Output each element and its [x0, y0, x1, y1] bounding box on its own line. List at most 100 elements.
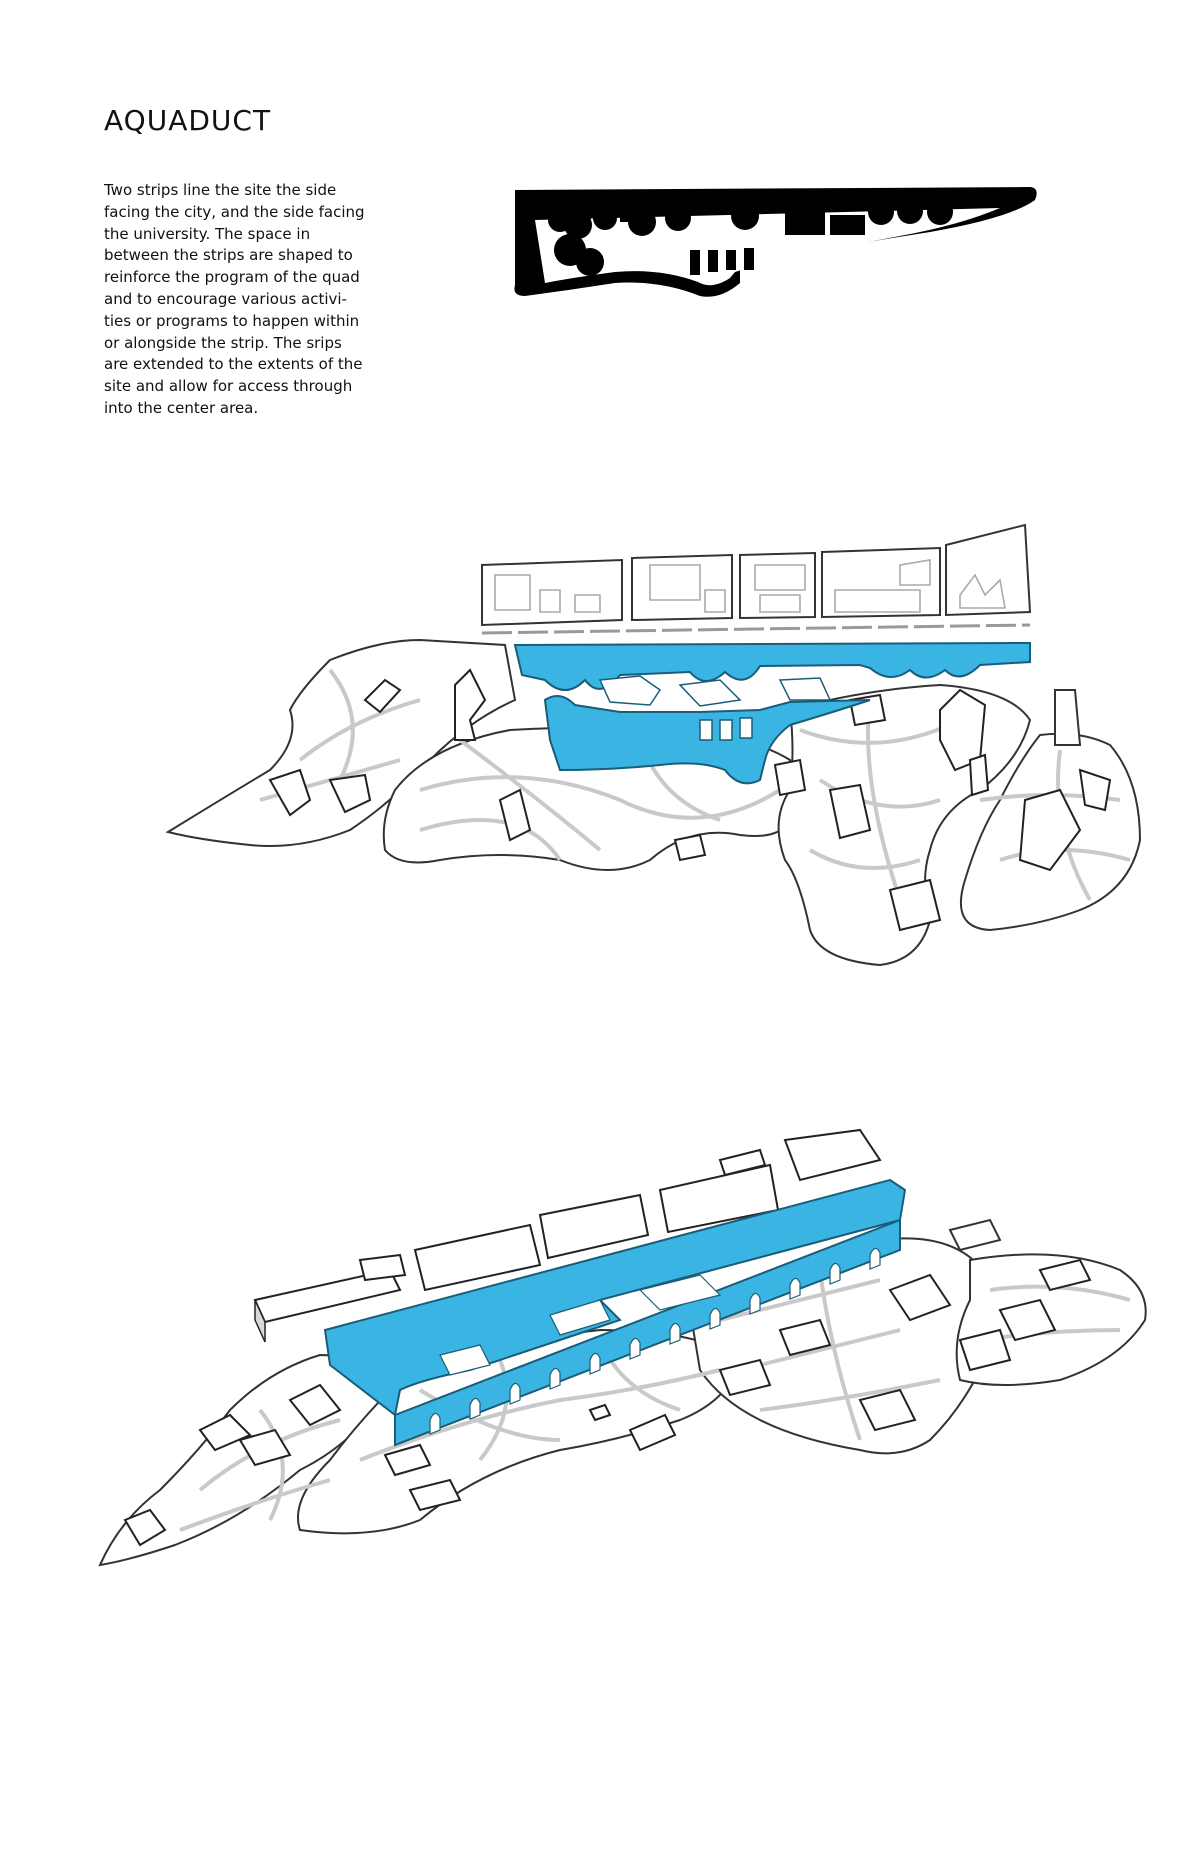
building-footprint — [834, 559, 931, 613]
aquaduct-void — [439, 1344, 491, 1376]
aquaduct-arch — [589, 1352, 601, 1375]
street-line — [481, 623, 1031, 635]
figure-ground-mass — [620, 210, 650, 222]
campus-building — [628, 1413, 677, 1452]
figure-ground-mass — [868, 199, 894, 225]
figure-ground-mass — [726, 250, 736, 270]
building-footprint — [649, 564, 726, 613]
campus-path — [799, 699, 961, 901]
aquaduct-arch — [469, 1397, 481, 1420]
campus-building — [328, 773, 372, 814]
city-volume — [358, 1253, 407, 1282]
campus-building — [288, 1383, 342, 1427]
aquaduct-volume — [323, 1178, 907, 1447]
aquaduct-void — [549, 1299, 611, 1336]
aquaduct-void — [638, 1274, 722, 1311]
city-block — [739, 551, 816, 620]
campus-building — [454, 668, 487, 741]
campus-building — [1078, 768, 1112, 812]
aquaduct-arch — [829, 1262, 841, 1285]
description-line: site and allow for access through — [104, 377, 353, 396]
aquaduct-arch — [709, 1307, 721, 1330]
figure-ground-mass — [564, 211, 592, 239]
campus-building — [718, 1358, 772, 1397]
figure-ground-diagram — [514, 187, 1037, 297]
site-plan — [165, 523, 1142, 967]
campus-building — [238, 1428, 292, 1467]
aquaduct-arch — [749, 1292, 761, 1315]
parcel-north-east — [948, 1218, 1002, 1252]
campus-building — [1018, 788, 1082, 872]
city-volumes — [253, 1128, 882, 1343]
description-text: Two strips line the site the side facing… — [104, 180, 394, 420]
aquaduct-arch — [669, 1322, 681, 1345]
figure-ground-mass — [897, 198, 923, 224]
description-line: into the center area. — [104, 398, 259, 417]
campus-building — [673, 833, 707, 862]
campus-building — [268, 768, 312, 817]
aquaduct-void — [719, 719, 733, 741]
aquaduct-void — [678, 679, 742, 707]
aquaduct-void — [699, 719, 713, 741]
aquaduct-arch — [789, 1277, 801, 1300]
city-volume — [718, 1148, 767, 1177]
city-volume — [538, 1193, 650, 1260]
campus-building — [858, 1388, 917, 1432]
campus-building — [408, 1478, 462, 1512]
campus-building — [383, 1443, 432, 1477]
description-line: or alongside the strip. The srips — [104, 333, 342, 352]
aquaduct-void — [598, 675, 662, 706]
campus-building — [998, 1298, 1057, 1342]
figure-ground-mass — [593, 206, 617, 230]
description-line: facing the city, and the side facing — [104, 202, 365, 221]
figure-ground-mass — [744, 248, 754, 270]
campus-building — [778, 1318, 832, 1357]
building-footprint — [494, 574, 601, 613]
city-volume — [254, 1299, 266, 1343]
campus-building — [498, 788, 532, 842]
axonometric-view — [98, 1128, 1147, 1567]
figure-ground-mass — [927, 199, 953, 225]
campus-building — [888, 878, 942, 932]
campus-building — [363, 678, 402, 714]
city-block — [821, 546, 941, 619]
description-line: ties or programs to happen within — [104, 311, 360, 330]
description-line: and to encourage various activi- — [104, 289, 347, 308]
building-footprint — [754, 564, 806, 613]
figure-ground-mass — [830, 215, 865, 235]
description-line: the university. The space in — [104, 224, 311, 243]
campus-building — [888, 1273, 952, 1322]
campus-building — [958, 1328, 1012, 1372]
description-line: are extended to the extents of the — [104, 355, 363, 374]
figure-ground-mass — [665, 205, 691, 231]
aquaduct-arch — [429, 1412, 441, 1435]
aquaduct-arch — [869, 1247, 881, 1270]
building-footprint — [959, 573, 1006, 609]
aquaduct-city-strip — [513, 641, 1031, 691]
description-line: reinforce the program of the quad — [104, 268, 360, 287]
parcel-north-east — [1054, 689, 1082, 746]
aquaduct-arch — [549, 1367, 561, 1390]
city-volume — [413, 1223, 542, 1292]
figure-ground-mass — [576, 248, 604, 276]
figure-ground-mass — [690, 250, 700, 275]
aquaduct-side — [394, 1218, 901, 1447]
city-volume — [783, 1128, 882, 1182]
figure-ground-mass — [785, 210, 825, 235]
aquaduct-void — [778, 677, 832, 701]
campus-parcels — [165, 638, 1142, 967]
campus-building — [968, 753, 990, 797]
campus-building — [588, 1403, 612, 1422]
page-title: AQUADUCT — [104, 104, 272, 137]
city-blocks — [481, 523, 1032, 635]
aquaduct-arch — [629, 1337, 641, 1360]
city-block — [945, 523, 1032, 617]
description-line: between the strips are shaped to — [104, 246, 353, 265]
description-line: Two strips line the site the side — [104, 181, 337, 199]
city-block — [481, 558, 623, 627]
campus-building — [198, 1413, 252, 1452]
campus-building — [773, 758, 807, 797]
city-block — [631, 553, 733, 622]
campus-building — [828, 783, 872, 840]
campus-building — [123, 1508, 167, 1547]
